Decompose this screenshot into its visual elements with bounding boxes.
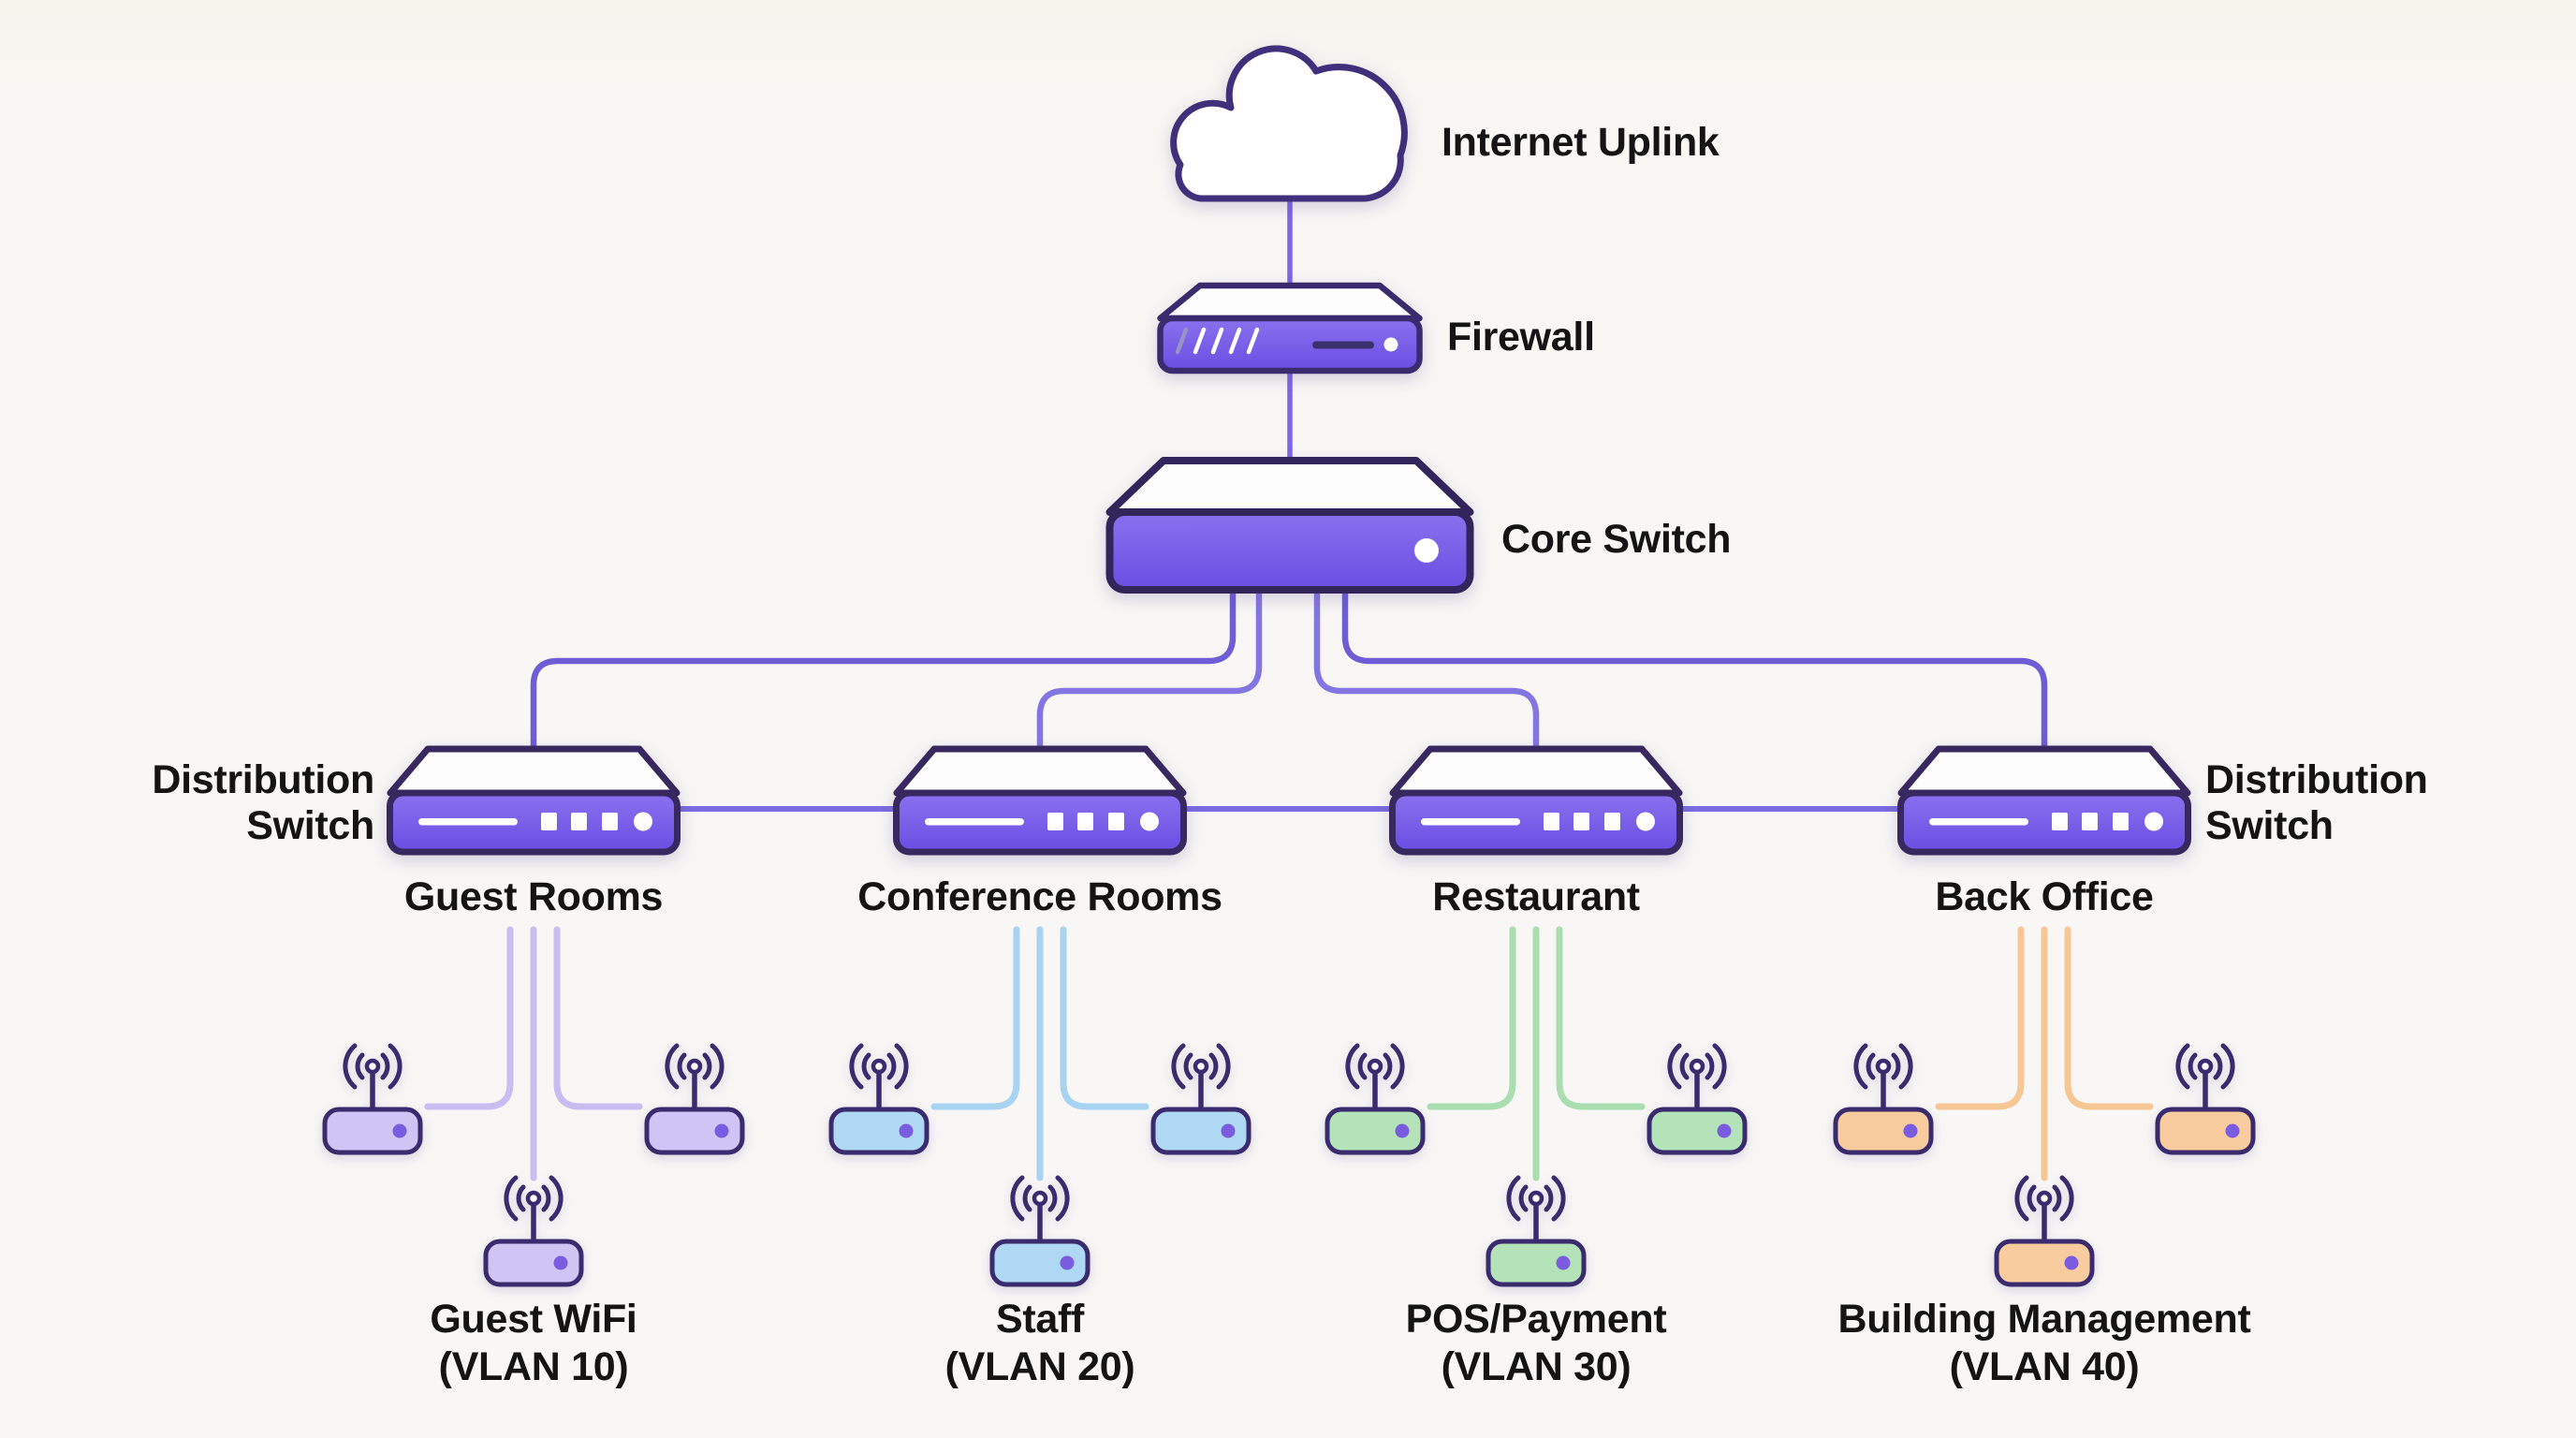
edge-backoffice-ap-right: [2064, 926, 2154, 1110]
edges-backoffice-aps: [1935, 926, 2154, 1181]
edge-conference-ap-right: [1060, 926, 1149, 1110]
distribution-switch-icon-guest: [390, 749, 678, 852]
distribution-switch-icon-restaurant: [1393, 749, 1680, 852]
firewall-led: [1383, 337, 1398, 352]
switch-area-label-guest: Guest Rooms: [403, 874, 664, 919]
ap-led: [1556, 1255, 1571, 1270]
distribution-label-line2: Switch: [2205, 803, 2334, 848]
ap-led: [553, 1255, 568, 1270]
vlan-service-name: Staff: [995, 1297, 1085, 1342]
vlan-service-name: Guest WiFi: [430, 1297, 637, 1342]
ap-led: [1903, 1123, 1918, 1138]
edge-restaurant-ap-right: [1556, 926, 1646, 1110]
ap-led: [392, 1123, 407, 1138]
ap-icon-backoffice-center: [1994, 1178, 2095, 1287]
edge-core-backoffice: [1341, 584, 2048, 753]
edges-conference-aps: [930, 926, 1149, 1181]
edges: [424, 194, 2154, 1181]
distribution-switch-icon-conference: [897, 749, 1184, 852]
ap-led: [2225, 1123, 2240, 1138]
vlan-id: (VLAN 30): [1441, 1344, 1632, 1389]
edges-guest-aps: [424, 926, 643, 1181]
firewall-hatch-marks: [1175, 327, 1260, 355]
edge-backoffice-ap-left: [1935, 926, 2025, 1110]
switch-area-label-backoffice: Back Office: [1935, 874, 2154, 919]
ap-icon-guest-left: [322, 1046, 423, 1155]
distribution-label-line1: Distribution: [152, 757, 374, 802]
ap-icon-guest-right: [644, 1046, 745, 1155]
vlan-label-restaurant: POS/Payment (VLAN 30): [1255, 1296, 1817, 1391]
firewall-slot: [1312, 341, 1374, 349]
vlan-id: (VLAN 20): [944, 1344, 1135, 1389]
internet-uplink-label: Internet Uplink: [1442, 120, 1720, 165]
edge-core-conference: [1036, 584, 1263, 753]
switch-area-label-restaurant: Restaurant: [1432, 874, 1640, 919]
distribution-label-line1: Distribution: [2205, 757, 2428, 802]
vlan-id: (VLAN 10): [438, 1344, 629, 1389]
ap-group-conference: [828, 1046, 1251, 1287]
internet-cloud-icon: [1170, 45, 1408, 202]
ap-icon-backoffice-right: [2155, 1046, 2256, 1155]
edge-guest-ap-left: [424, 926, 514, 1110]
distribution-switch-label-left: Distribution Switch: [94, 757, 374, 849]
ap-led: [1060, 1255, 1075, 1270]
ap-group-restaurant: [1325, 1046, 1748, 1287]
ap-led: [714, 1123, 729, 1138]
vlan-label-conference: Staff (VLAN 20): [759, 1296, 1321, 1391]
ap-icon-restaurant-left: [1325, 1046, 1426, 1155]
core-switch-led: [1414, 538, 1439, 563]
firewall-label: Firewall: [1447, 315, 1595, 360]
core-switch-label: Core Switch: [1501, 517, 1732, 562]
distribution-switch-label-right: Distribution Switch: [2205, 757, 2428, 849]
ap-icon-guest-center: [483, 1178, 584, 1287]
vlan-label-guest: Guest WiFi (VLAN 10): [253, 1296, 814, 1391]
ap-icon-restaurant-center: [1486, 1178, 1587, 1287]
vlan-service-name: Building Management: [1837, 1297, 2251, 1342]
vlan-label-backoffice: Building Management (VLAN 40): [1764, 1296, 2325, 1391]
edge-core-guest: [530, 584, 1237, 753]
ap-group-backoffice: [1833, 1046, 2256, 1287]
ap-led: [2064, 1255, 2079, 1270]
ap-led: [1221, 1123, 1236, 1138]
edge-core-restaurant: [1313, 584, 1540, 753]
ap-led: [1395, 1123, 1410, 1138]
edge-restaurant-ap-left: [1427, 926, 1516, 1110]
firewall-icon: [1157, 282, 1423, 374]
ap-group-guest: [322, 1046, 745, 1287]
ap-icon-conference-left: [828, 1046, 929, 1155]
ap-icon-conference-center: [989, 1178, 1090, 1287]
core-switch-icon: [1105, 457, 1474, 594]
edges-restaurant-aps: [1427, 926, 1646, 1181]
ap-icon-backoffice-left: [1833, 1046, 1934, 1155]
edge-conference-ap-left: [930, 926, 1020, 1110]
ap-icon-conference-right: [1150, 1046, 1251, 1155]
ap-led: [1717, 1123, 1732, 1138]
ap-led: [899, 1123, 914, 1138]
vlan-id: (VLAN 40): [1949, 1344, 2140, 1389]
vlan-service-name: POS/Payment: [1405, 1297, 1667, 1342]
distribution-label-line2: Switch: [246, 803, 374, 848]
ap-icon-restaurant-right: [1647, 1046, 1748, 1155]
edge-guest-ap-right: [553, 926, 643, 1110]
switch-area-label-conference: Conference Rooms: [857, 874, 1222, 919]
distribution-switch-icon-backoffice: [1901, 749, 2188, 852]
